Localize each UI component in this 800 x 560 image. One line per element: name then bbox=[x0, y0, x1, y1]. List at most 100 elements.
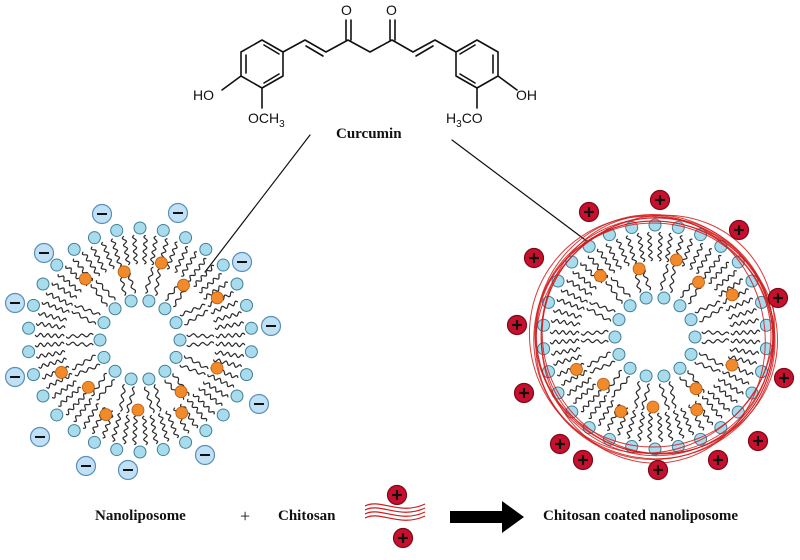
chain-double-bond-right bbox=[415, 45, 434, 57]
lipid-tail bbox=[656, 412, 664, 443]
curcumin-molecule bbox=[596, 377, 610, 391]
lipid-tail bbox=[646, 231, 654, 262]
lipid-tail bbox=[714, 270, 737, 291]
lipid-headgroup bbox=[240, 298, 254, 312]
lipid-tail bbox=[725, 297, 754, 312]
lipid-headgroup bbox=[684, 313, 698, 327]
curcumin-molecule bbox=[669, 253, 683, 267]
lipid-headgroup bbox=[50, 258, 64, 272]
methoxy-left: OCH3 bbox=[248, 110, 285, 130]
lipid-tail bbox=[728, 308, 757, 320]
lipid-tail bbox=[214, 350, 245, 359]
lipid-tail bbox=[141, 234, 149, 265]
lipid-tail bbox=[154, 268, 161, 297]
lipid-headgroup bbox=[22, 345, 36, 359]
lipid-tail bbox=[718, 378, 744, 395]
lipid-headgroup bbox=[230, 389, 244, 403]
lipid-headgroup bbox=[179, 231, 193, 245]
lipid-tail bbox=[617, 407, 629, 436]
curcumin-molecule bbox=[725, 358, 739, 372]
left-oh-bond bbox=[221, 75, 242, 91]
lipid-tail bbox=[701, 330, 730, 336]
lipid-tail bbox=[184, 309, 209, 326]
lipid-tail bbox=[34, 341, 65, 348]
chitosan-strand bbox=[535, 214, 775, 454]
lipid-headgroup bbox=[608, 330, 622, 344]
lipid-tail bbox=[157, 413, 170, 442]
lipid-tail bbox=[580, 329, 609, 336]
lipid-tail bbox=[74, 363, 101, 377]
lipid-tail bbox=[730, 329, 761, 336]
lipid-headgroup bbox=[67, 424, 81, 438]
curcumin-molecule bbox=[177, 278, 190, 292]
lipid-tail bbox=[215, 341, 246, 348]
lipid-tail bbox=[91, 372, 107, 397]
lipid-headgroup bbox=[108, 364, 122, 378]
lipid-tail bbox=[718, 278, 744, 297]
lipid-tail bbox=[727, 355, 758, 365]
lipid-tail bbox=[145, 266, 154, 294]
lipid-headgroup bbox=[612, 347, 626, 361]
product-label: Chitosan coated nanoliposome bbox=[543, 508, 739, 524]
lipid-headgroup bbox=[133, 445, 147, 459]
lipid-tail bbox=[110, 238, 123, 267]
lipid-tail bbox=[707, 390, 730, 412]
hydroxyl-left: HO bbox=[193, 87, 214, 103]
lipid-tail bbox=[100, 241, 115, 270]
lipid-headgroup bbox=[623, 299, 637, 313]
lipid-tail bbox=[166, 241, 178, 270]
lipid-tail bbox=[689, 243, 703, 270]
lipid-tail bbox=[561, 369, 588, 386]
lipid-tail bbox=[553, 354, 582, 366]
lipid-headgroup bbox=[36, 277, 50, 291]
chitosan-strand bbox=[533, 217, 775, 461]
curcumin-molecule bbox=[78, 272, 92, 286]
lipid-tail bbox=[119, 383, 126, 412]
lipid-tail bbox=[102, 410, 114, 439]
lipid-tail bbox=[179, 403, 199, 429]
reaction-arrow bbox=[450, 501, 524, 533]
curcumin-molecule bbox=[174, 385, 188, 399]
lipid-tail bbox=[150, 235, 158, 266]
curcumin-label: Curcumin bbox=[336, 126, 402, 142]
pointer-line-left bbox=[204, 134, 311, 273]
right-benzene-ring bbox=[455, 39, 499, 89]
left-benzene-ring bbox=[240, 39, 284, 89]
lipid-tail bbox=[143, 386, 155, 414]
lipid-tail bbox=[210, 300, 239, 315]
lipid-tail bbox=[149, 414, 159, 445]
lipid-headgroup bbox=[142, 294, 156, 308]
lipid-headgroup bbox=[673, 361, 687, 375]
right-ring-double-bond bbox=[459, 44, 476, 55]
ketone-oxygen-right: O bbox=[386, 2, 397, 18]
lipid-tail bbox=[65, 341, 94, 347]
lipid-tail bbox=[82, 403, 99, 429]
lipid-headgroup bbox=[50, 408, 64, 422]
lipid-tail bbox=[550, 346, 581, 356]
lipid-tail bbox=[556, 298, 585, 310]
lipid-headgroup bbox=[87, 435, 101, 449]
curcumin-molecule bbox=[55, 366, 68, 379]
chitosan-strand bbox=[364, 511, 426, 517]
lipid-tail bbox=[589, 360, 616, 374]
chitosan-strand bbox=[535, 214, 774, 457]
lipid-tail bbox=[672, 410, 685, 439]
lipid-tail bbox=[186, 333, 215, 339]
lipid-tail bbox=[71, 310, 97, 325]
lipid-tail bbox=[656, 231, 664, 262]
lipid-headgroup bbox=[230, 277, 244, 291]
right-ring-double-bond bbox=[459, 73, 476, 84]
lipid-tail bbox=[141, 415, 149, 446]
lipid-tail bbox=[38, 357, 67, 369]
curcumin-molecule bbox=[692, 275, 705, 289]
lipid-tail bbox=[35, 349, 66, 359]
lipid-tail bbox=[580, 389, 602, 413]
lipid-tail bbox=[580, 338, 609, 344]
lipid-tail bbox=[573, 383, 596, 404]
lipid-tail bbox=[58, 386, 81, 407]
lipid-tail bbox=[203, 381, 229, 398]
lipid-tail bbox=[610, 277, 631, 298]
lipid-headgroup bbox=[199, 242, 213, 256]
